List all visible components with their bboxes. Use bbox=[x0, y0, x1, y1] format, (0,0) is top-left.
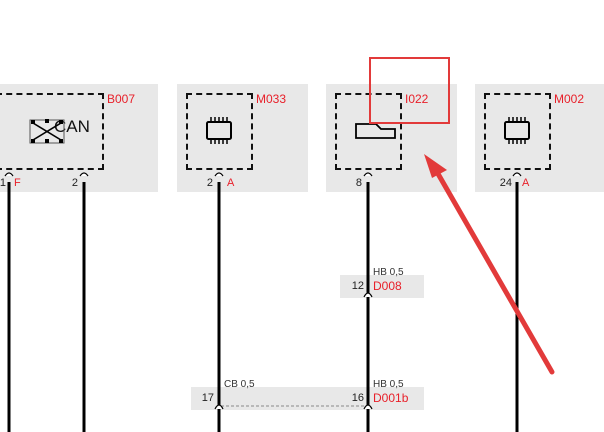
component-box-i022[interactable] bbox=[335, 93, 402, 170]
wire-spec-d008: HB 0,5 bbox=[373, 267, 404, 278]
terminal-d001b-left bbox=[214, 404, 224, 410]
connector-pin-d001b-left: 17 bbox=[201, 392, 214, 404]
connector-pin-d001b-right: 16 bbox=[351, 392, 364, 404]
terminal-b007-1 bbox=[4, 172, 14, 177]
panel-b007 bbox=[0, 84, 158, 192]
component-code-b007: B007 bbox=[107, 92, 136, 106]
component-box-m002[interactable] bbox=[484, 93, 551, 170]
terminal-m033-2 bbox=[214, 172, 224, 177]
component-code-i022: I022 bbox=[405, 92, 429, 106]
annotation-arrow bbox=[424, 154, 555, 375]
component-code-m002: M002 bbox=[554, 92, 585, 106]
terminal-i022-8 bbox=[363, 172, 373, 177]
highlight-box-i022 bbox=[369, 57, 450, 124]
component-box-b007[interactable] bbox=[0, 93, 104, 170]
connector-panel-d008 bbox=[340, 275, 424, 298]
connector-terminals bbox=[214, 292, 373, 410]
panel-m033 bbox=[177, 84, 308, 192]
connector-pin-d008: 12 bbox=[351, 280, 364, 292]
pin-terminals bbox=[4, 172, 522, 177]
connector-panel-d001b bbox=[191, 387, 424, 410]
pin-number-b007-1: 1 bbox=[0, 177, 6, 189]
panel-m002 bbox=[475, 84, 604, 192]
wire-spec-d001b-right: HB 0,5 bbox=[373, 379, 404, 390]
connector-code-d001b: D001b bbox=[373, 391, 409, 405]
pin-letter-m002-24: A bbox=[522, 177, 530, 189]
terminal-b007-2 bbox=[79, 172, 89, 177]
connector-code-d008: D008 bbox=[373, 279, 402, 293]
chip-icon-m002 bbox=[504, 117, 530, 144]
pin-number-i022-8: 8 bbox=[355, 177, 362, 189]
terminal-d001b-right bbox=[363, 404, 373, 410]
pin-number-m002-24: 24 bbox=[499, 177, 512, 189]
can-bus-icon bbox=[29, 119, 65, 144]
terminal-d008 bbox=[363, 292, 373, 298]
component-box-m033[interactable] bbox=[186, 93, 253, 170]
wire-spec-d001b-left: CB 0,5 bbox=[224, 379, 255, 390]
pin-letter-b007-1: F bbox=[14, 177, 21, 189]
switch-icon bbox=[355, 123, 396, 139]
chip-icon-m033 bbox=[206, 117, 232, 144]
terminal-m002-24 bbox=[512, 172, 522, 177]
component-code-m033: M033 bbox=[256, 92, 287, 106]
pin-letter-m033-2: A bbox=[227, 177, 235, 189]
pin-number-m033-2: 2 bbox=[206, 177, 213, 189]
pin-number-b007-2: 2 bbox=[71, 177, 78, 189]
